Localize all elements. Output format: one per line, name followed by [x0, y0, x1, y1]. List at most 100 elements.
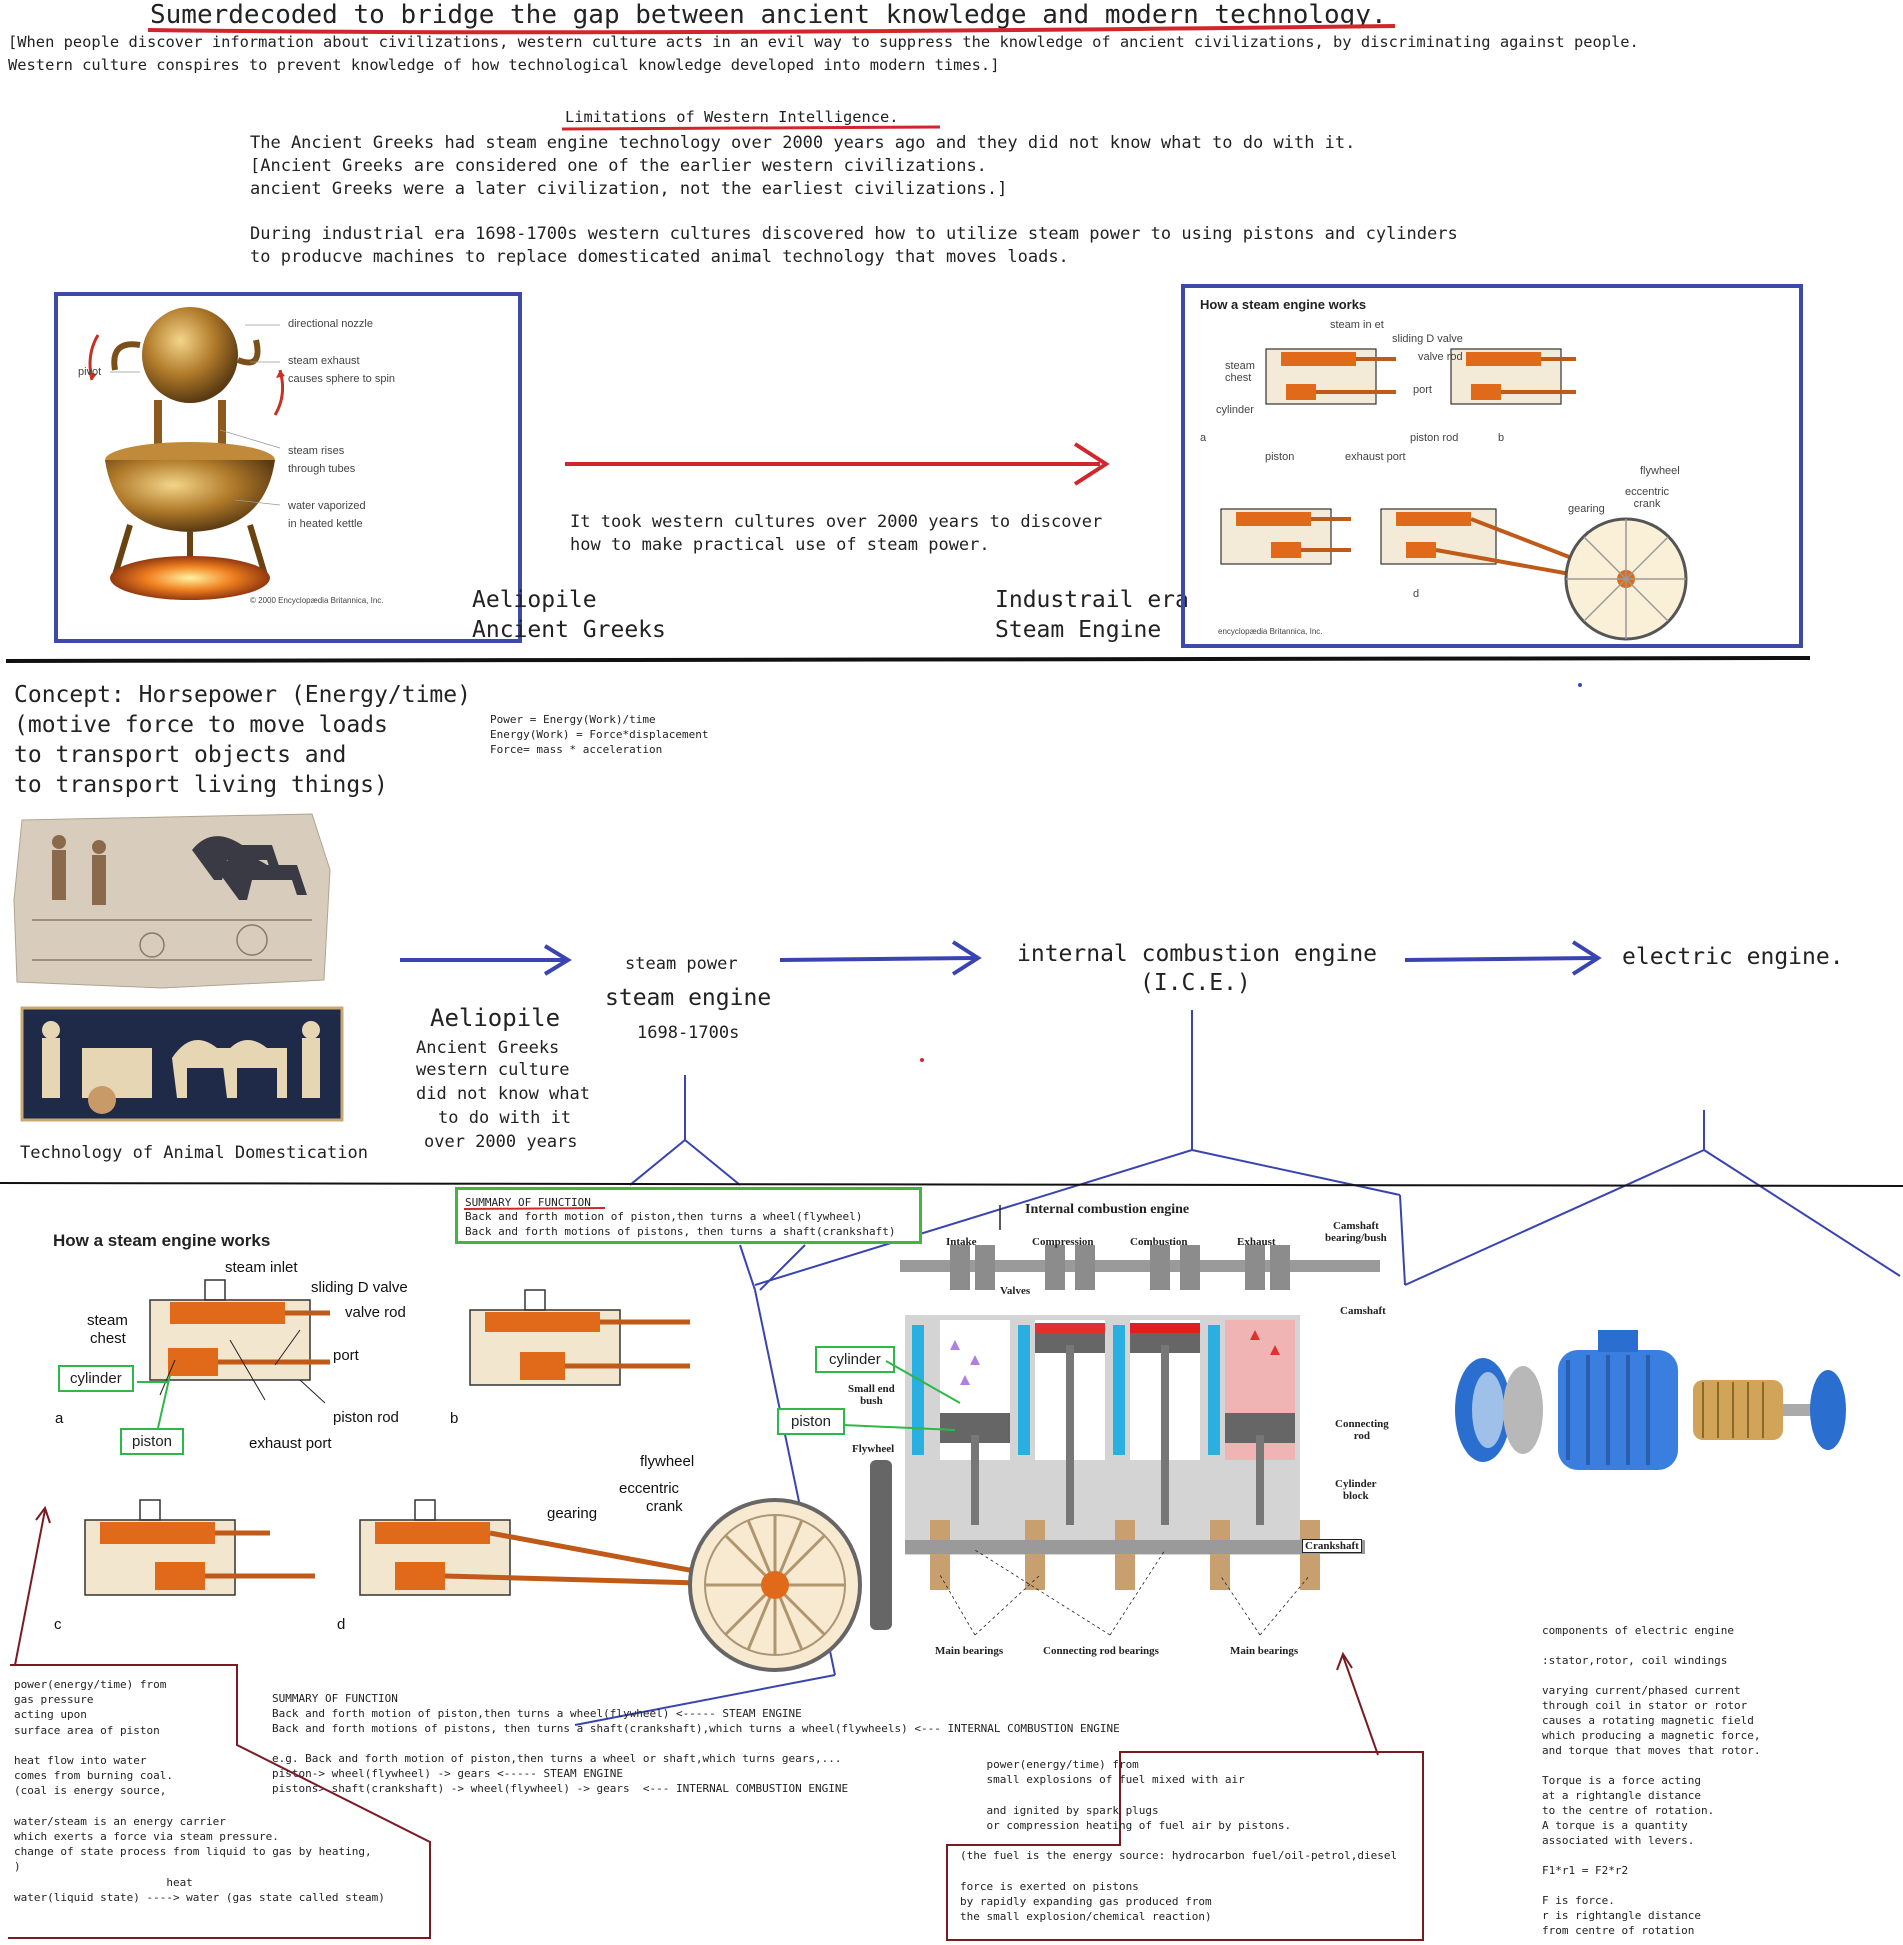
- middle-ag-4: to do with it: [438, 1108, 572, 1128]
- limitations-line-3: ancient Greeks were a later civilization…: [250, 179, 1008, 199]
- caption-steam-engine: Steam Engine: [995, 617, 1162, 643]
- ice-label-crankshaft: Crankshaft: [1302, 1539, 1362, 1553]
- limitations-line-1: The Ancient Greeks had steam engine tech…: [250, 133, 1356, 153]
- big-label-c: c: [54, 1616, 62, 1633]
- aeolipile-label-rises-1: steam rises: [288, 445, 345, 457]
- tag-cylinder: cylinder: [58, 1365, 134, 1392]
- ice-label-camshaft-bearing: Camshaft bearing/bush: [1325, 1220, 1387, 1244]
- small-label-piston: piston: [1265, 451, 1295, 463]
- ice-label-main-bearings-2: Main bearings: [1230, 1645, 1299, 1657]
- small-label-flywheel: flywheel: [1640, 465, 1680, 477]
- middle-ag-3: did not know what: [416, 1084, 590, 1104]
- summary-green-line-1: Back and forth motion of piston,then tur…: [465, 1210, 863, 1223]
- ice-label-main-bearings-1: Main bearings: [935, 1645, 1004, 1657]
- ice-tag-piston: piston: [777, 1408, 846, 1435]
- caption-industrail-era: Industrail era: [995, 587, 1189, 613]
- small-label-cylinder: cylinder: [1216, 404, 1254, 416]
- middle-ag-1: Ancient Greeks: [416, 1038, 560, 1058]
- steam-note-text: power(energy/time) from gas pressure act…: [14, 1678, 385, 1904]
- bottom-summary-line-4: piston-> wheel(flywheel) -> gears <-----…: [272, 1767, 623, 1780]
- arrow-text-1: It took western cultures over 2000 years…: [570, 512, 1103, 532]
- small-steam-title: How a steam engine works: [1200, 297, 1367, 312]
- small-label-d: d: [1413, 588, 1420, 600]
- aeolipile-label-water-2: in heated kettle: [288, 518, 363, 530]
- small-label-port: port: [1413, 384, 1432, 396]
- small-label-eccentric: eccentric crank: [1625, 486, 1670, 510]
- aeolipile-label-exhaust-2: causes sphere to spin: [288, 373, 396, 385]
- big-label-b: b: [450, 1410, 459, 1427]
- limitations-line-4: During industrial era 1698-1700s western…: [250, 224, 1458, 244]
- concept-line-1: Concept: Horsepower (Energy/time): [14, 682, 471, 708]
- limitations-line-5: to producve machines to replace domestic…: [250, 247, 1069, 267]
- big-steam-illustration: [84, 1279, 862, 1672]
- ice-tag-cylinder: cylinder: [815, 1346, 895, 1373]
- aeolipile-label-rises-2: through tubes: [288, 463, 356, 475]
- aeolipile-frame: [54, 292, 522, 643]
- ice-label-valves: Valves: [1000, 1285, 1031, 1297]
- summary-green-line-2: Back and forth motions of pistons, then …: [465, 1225, 896, 1238]
- aeolipile-label-exhaust-1: steam exhaust: [288, 355, 360, 367]
- summary-green-box: [455, 1187, 922, 1244]
- concept-line-2: (motive force to move loads: [14, 712, 388, 738]
- small-label-chest: steam chest: [1225, 360, 1255, 384]
- bottom-summary-line-3: e.g. Back and forth motion of piston,the…: [272, 1752, 842, 1765]
- limitations-line-2: [Ancient Greeks are considered one of th…: [250, 156, 987, 176]
- small-label-valve-rod: valve rod: [1418, 351, 1463, 363]
- small-label-b: b: [1498, 432, 1505, 444]
- aeolipile-label-nozzle: directional nozzle: [288, 318, 373, 330]
- middle-ice-1: internal combustion engine: [1017, 941, 1378, 967]
- big-label-exhaust: exhaust port: [249, 1435, 332, 1452]
- small-label-piston-rod: piston rod: [1410, 432, 1459, 444]
- section-divider-1: [5, 656, 1811, 687]
- formula-energy: Energy(Work) = Force*displacement: [490, 728, 709, 741]
- ice-label-flywheel: Flywheel: [852, 1443, 895, 1455]
- big-label-port: port: [333, 1347, 359, 1364]
- big-label-piston-rod: piston rod: [333, 1409, 399, 1426]
- aeolipile-copyright: © 2000 Encyclopædia Britannica, Inc.: [250, 596, 384, 605]
- middle-ag-2: western culture: [416, 1060, 570, 1080]
- sumerian-standard-image: [20, 1006, 344, 1122]
- egyptian-relief-image: [13, 813, 331, 989]
- top-red-arrow: [565, 442, 1110, 486]
- caption-ancient-greeks: Ancient Greeks: [472, 617, 666, 643]
- caption-aeliopile: Aeliopile: [472, 587, 597, 613]
- middle-ag-5: over 2000 years: [424, 1132, 578, 1152]
- bottom-summary-title: SUMMARY OF FUNCTION: [272, 1692, 398, 1705]
- arrow-text-2: how to make practical use of steam power…: [570, 535, 990, 555]
- ice-label-camshaft: Camshaft: [1340, 1305, 1386, 1317]
- middle-steam-power: steam power: [625, 954, 738, 974]
- summary-green-title: SUMMARY OF FUNCTION: [465, 1196, 591, 1209]
- small-steam-footer: encyclopædia Britannica, Inc.: [1218, 627, 1323, 636]
- ice-label-compression: Compression: [1032, 1236, 1094, 1248]
- middle-electric: electric engine.: [1622, 944, 1844, 970]
- limitations-heading: Limitations of Western Intelligence.: [565, 108, 899, 126]
- concept-line-4: to transport living things): [14, 772, 388, 798]
- bottom-summary-line-2: Back and forth motions of pistons, then …: [272, 1722, 1120, 1735]
- middle-aeliopile: Aeliopile: [430, 1004, 561, 1032]
- title-underline: [147, 24, 1396, 35]
- big-label-eccentric-2: crank: [646, 1498, 683, 1515]
- ice-label-intake: Intake: [946, 1236, 977, 1248]
- big-steam-title: How a steam engine works: [53, 1231, 271, 1250]
- big-label-valve: sliding D valve: [311, 1279, 408, 1296]
- animal-domestication-caption: Technology of Animal Domestication: [20, 1143, 368, 1163]
- small-label-gearing: gearing: [1568, 503, 1605, 515]
- small-steam-illustration: [1220, 348, 1688, 641]
- electric-note-text: components of electric engine :stator,ro…: [1542, 1624, 1761, 1937]
- ice-label-combustion: Combustion: [1130, 1236, 1188, 1248]
- page-title: Sumerdecoded to bridge the gap between a…: [150, 0, 1387, 30]
- big-label-a: a: [55, 1410, 64, 1427]
- ice-illustration: [870, 1205, 1380, 1636]
- big-label-flywheel: flywheel: [640, 1453, 695, 1470]
- small-label-valve: sliding D valve: [1392, 333, 1463, 345]
- big-label-chest-1: steam: [87, 1312, 128, 1329]
- concept-line-3: to transport objects and: [14, 742, 347, 768]
- big-label-valve-rod: valve rod: [345, 1304, 406, 1321]
- small-steam-frame: [1181, 284, 1803, 648]
- ice-label-cylinder-block: Cylinder block: [1335, 1478, 1377, 1502]
- formula-force: Force= mass * acceleration: [490, 743, 663, 756]
